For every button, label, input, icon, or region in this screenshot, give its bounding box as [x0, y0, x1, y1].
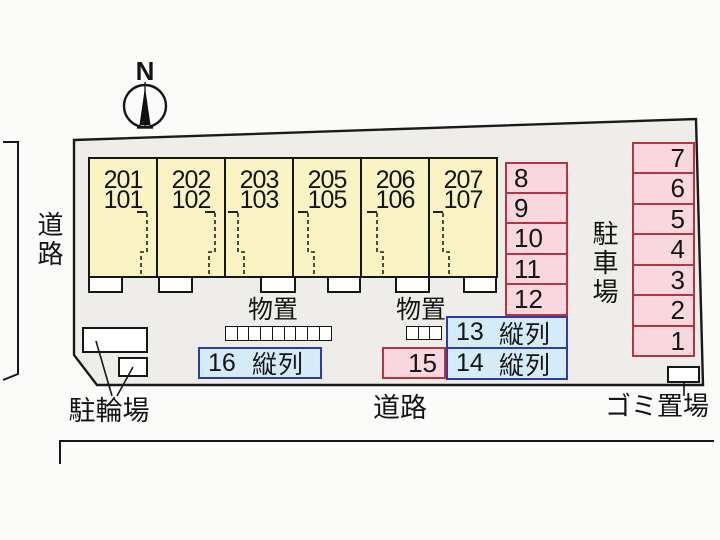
entrance-porch — [327, 276, 361, 293]
unit-202-102: 202 102 — [158, 159, 226, 276]
storage-shed-right-label: 物置 — [395, 296, 446, 324]
parking-area-label: 駐車場 — [589, 220, 619, 307]
road-bottom-line — [59, 440, 714, 464]
parking-space-1: 1 — [632, 325, 695, 357]
unit-lower-number: 105 — [307, 186, 348, 214]
parking-space-9: 9 — [505, 192, 568, 224]
tandem-label: 縦列 — [498, 351, 551, 380]
parking-space-6: 6 — [632, 172, 695, 205]
apartment-building: 201 101 202 102 203 103 205 105 206 106 … — [88, 157, 498, 278]
parking-space-12: 12 — [505, 283, 568, 316]
storage-shed-left-cells — [225, 326, 332, 341]
parking-space-16-tandem: 16 縦列 — [198, 347, 322, 379]
storage-shed-right-cells — [406, 326, 442, 340]
parking-space-3: 3 — [632, 264, 695, 296]
road-bottom-label: 道路 — [373, 393, 427, 423]
unit-lower-number: 101 — [103, 186, 144, 214]
space-number: 13 — [456, 318, 484, 346]
unit-201-101: 201 101 — [90, 159, 158, 276]
parking-space-8: 8 — [505, 162, 568, 194]
unit-203-103: 203 103 — [226, 159, 294, 276]
garbage-area-label: ゴミ置場 — [604, 391, 709, 421]
road-left-line — [2, 141, 19, 381]
bicycle-parking-rect-small — [118, 357, 148, 377]
unit-lower-number: 102 — [171, 186, 212, 214]
north-label: N — [135, 56, 155, 86]
parking-space-7: 7 — [632, 142, 695, 174]
storage-shed-left-label: 物置 — [247, 296, 298, 324]
entrance-porch — [395, 276, 430, 293]
unit-lower-number: 103 — [239, 186, 280, 214]
road-left-label: 道路 — [34, 211, 64, 269]
parking-space-4: 4 — [632, 233, 695, 266]
parking-space-15: 15 — [382, 347, 446, 379]
parking-space-5: 5 — [632, 203, 695, 235]
garbage-box — [667, 366, 700, 383]
parking-space-14-tandem: 14 縦列 — [446, 347, 568, 380]
parking-space-10: 10 — [505, 222, 568, 255]
compass-icon — [122, 82, 168, 129]
entrance-porch — [463, 276, 497, 293]
space-number: 16 — [208, 348, 236, 377]
unit-207-107: 207 107 — [430, 159, 496, 276]
parking-space-11: 11 — [505, 253, 568, 285]
space-number: 14 — [456, 349, 484, 377]
parking-space-13-tandem: 13 縦列 — [446, 316, 568, 349]
bicycle-parking-rect-large — [82, 327, 148, 353]
unit-lower-number: 106 — [375, 186, 416, 214]
entrance-porch — [260, 276, 296, 293]
entrance-porch — [88, 276, 123, 293]
tandem-label: 縦列 — [251, 351, 304, 379]
parking-space-2: 2 — [632, 294, 695, 327]
unit-206-106: 206 106 — [362, 159, 430, 276]
entrance-porch — [158, 276, 193, 293]
unit-205-105: 205 105 — [294, 159, 362, 276]
bicycle-parking-label: 駐輪場 — [68, 396, 150, 426]
unit-lower-number: 107 — [443, 186, 484, 214]
